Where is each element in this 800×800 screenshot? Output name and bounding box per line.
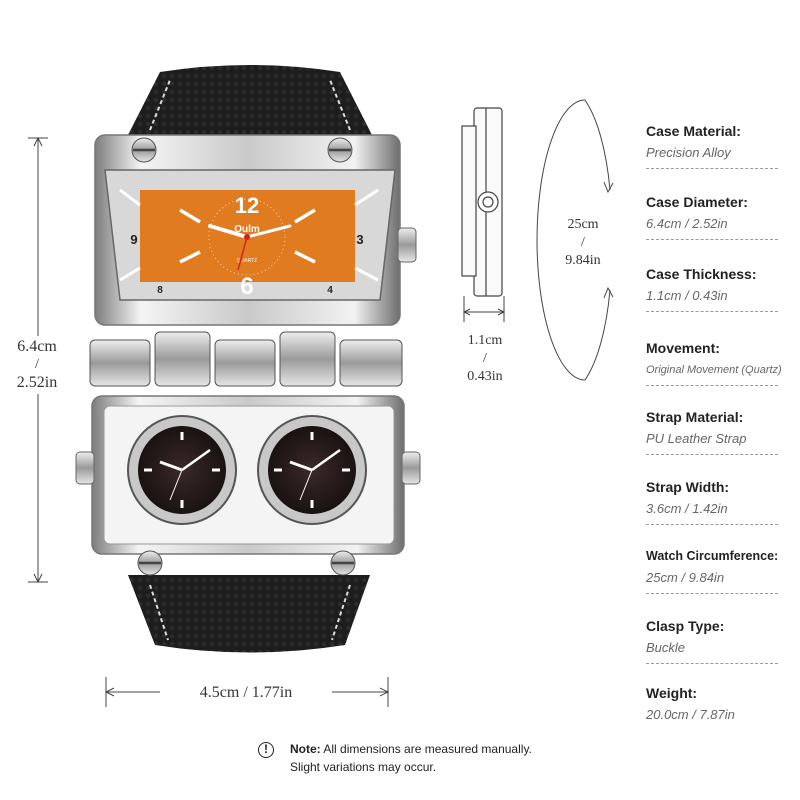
- spec-divider: [646, 385, 778, 386]
- circumference-in: 9.84in: [565, 253, 601, 268]
- spec-movement: Movement: Original Movement (Quartz): [646, 339, 782, 386]
- spec-strap-material: Strap Material: PU Leather Strap: [646, 408, 778, 455]
- thickness-dimension-line: [462, 296, 506, 322]
- sub-dial-left: [127, 415, 237, 525]
- spec-weight: Weight: 20.0cm / 7.87in: [646, 684, 778, 724]
- exclamation-icon: !: [258, 742, 274, 758]
- case-links: [89, 331, 403, 387]
- strap-top: [128, 65, 372, 135]
- note-line-2: Slight variations may occur.: [290, 760, 437, 774]
- circumference-sep: /: [581, 235, 585, 250]
- spec-value: Buckle: [646, 640, 686, 655]
- spec-divider: [646, 454, 778, 455]
- spec-label: Strap Material:: [646, 409, 744, 425]
- circumference-indicator: [536, 99, 614, 381]
- sub-dial-right: [257, 415, 367, 525]
- spec-case-thickness: Case Thickness: 1.1cm / 0.43in: [646, 265, 778, 312]
- spec-clasp-type: Clasp Type: Buckle: [646, 617, 778, 664]
- spec-strap-width: Strap Width: 3.6cm / 1.42in: [646, 478, 778, 525]
- spec-value: 1.1cm / 0.43in: [646, 288, 728, 303]
- numeral-6: 6: [240, 273, 253, 300]
- note-text: Note: All dimensions are measured manual…: [290, 740, 580, 776]
- height-label: 6.4cm / 2.52in: [2, 336, 72, 394]
- spec-label: Weight:: [646, 685, 698, 701]
- spec-value: 3.6cm / 1.42in: [646, 501, 728, 516]
- height-in: 2.52in: [16, 374, 58, 391]
- spec-divider: [646, 524, 778, 525]
- spec-value: 6.4cm / 2.52in: [646, 216, 728, 231]
- thickness-label: 1.1cm / 0.43in: [450, 330, 520, 388]
- thickness-in: 0.43in: [467, 369, 503, 384]
- thickness-cm: 1.1cm: [467, 333, 503, 348]
- thickness-sep: /: [483, 351, 487, 366]
- spec-divider: [646, 168, 778, 169]
- note-line-1: All dimensions are measured manually.: [323, 742, 532, 756]
- spec-label: Case Thickness:: [646, 266, 757, 282]
- height-cm: 6.4cm: [17, 338, 57, 355]
- spec-divider: [646, 311, 778, 312]
- quartz-label: QUARTZ: [237, 258, 257, 264]
- brand-logo: Oulm: [234, 224, 260, 235]
- spec-label: Case Diameter:: [646, 194, 748, 210]
- screw-icon: [137, 550, 163, 576]
- numeral-8: 8: [157, 285, 163, 296]
- spec-label: Clasp Type:: [646, 618, 725, 634]
- spec-case-material: Case Material: Precision Alloy: [646, 122, 778, 169]
- spec-label: Strap Width:: [646, 479, 730, 495]
- spec-value: Original Movement (Quartz): [646, 364, 782, 376]
- numeral-9: 9: [130, 232, 137, 247]
- spec-value: PU Leather Strap: [646, 431, 747, 446]
- width-dimension-line: [104, 677, 390, 707]
- spec-label: Watch Circumference:: [646, 549, 779, 563]
- circumference-label: 25cm / 9.84in: [548, 214, 618, 272]
- screw-icon: [131, 137, 157, 163]
- strap-bottom: [128, 575, 370, 653]
- spec-divider: [646, 239, 778, 240]
- spec-divider: [646, 593, 778, 594]
- spec-watch-circumference: Watch Circumference: 25cm / 9.84in: [646, 547, 778, 594]
- screw-icon: [330, 550, 356, 576]
- width-label: 4.5cm / 1.77in: [199, 684, 293, 701]
- side-profile: [461, 107, 503, 297]
- height-sep: /: [35, 357, 39, 372]
- spec-divider: [646, 663, 778, 664]
- circumference-cm: 25cm: [567, 217, 599, 232]
- spec-value: 25cm / 9.84in: [646, 570, 725, 585]
- spec-label: Case Material:: [646, 123, 741, 139]
- spec-label: Movement:: [646, 340, 720, 356]
- numeral-12: 12: [235, 193, 259, 218]
- spec-value: 20.0cm / 7.87in: [646, 707, 735, 722]
- spec-value: Precision Alloy: [646, 145, 731, 160]
- screw-icon: [327, 137, 353, 163]
- numeral-3: 3: [356, 232, 363, 247]
- spec-case-diameter: Case Diameter: 6.4cm / 2.52in: [646, 193, 778, 240]
- numeral-4: 4: [327, 285, 333, 296]
- note-heading: Note:: [290, 742, 321, 756]
